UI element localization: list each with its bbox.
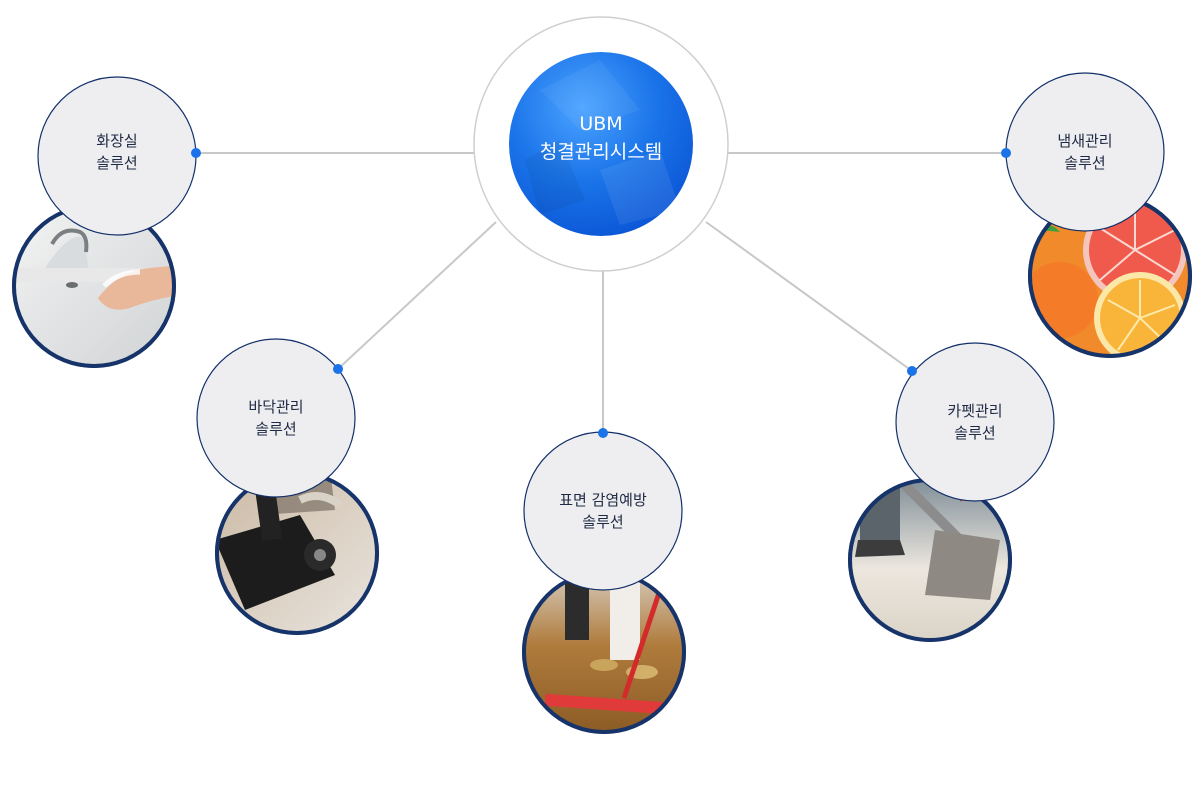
node-circle — [197, 339, 355, 497]
node-label-line2: 솔루션 — [582, 513, 623, 531]
node-label-line2: 솔루션 — [954, 424, 995, 442]
node-circle — [524, 432, 682, 590]
node-label-line1: 냄새관리 — [1057, 132, 1112, 150]
node-circle — [1006, 73, 1164, 231]
node-label-line1: 카펫관리 — [947, 402, 1002, 420]
hub-title-line2: 청결관리시스템 — [540, 141, 662, 163]
connector-floor — [338, 222, 496, 369]
connector-carpet — [706, 222, 912, 371]
connector-dot — [907, 366, 917, 376]
connector-dot — [333, 364, 343, 374]
node-label-line2: 솔루션 — [255, 420, 296, 438]
node-floor[interactable]: 바닥관리 솔루션 — [197, 339, 385, 640]
node-label-line2: 솔루션 — [96, 154, 137, 172]
connector-dot — [1001, 148, 1011, 158]
node-label-line1: 화장실 — [96, 132, 137, 150]
hub-title-line1: UBM — [579, 113, 622, 135]
node-restroom[interactable]: 화장실 솔루션 — [10, 77, 201, 370]
hub-node[interactable]: UBM 청결관리시스템 — [474, 17, 728, 271]
node-label-line2: 솔루션 — [1064, 154, 1105, 172]
node-label-line1: 표면 감염예방 — [559, 491, 647, 509]
connector-dot — [191, 148, 201, 158]
photo-mop — [520, 568, 690, 738]
node-surface[interactable]: 표면 감염예방 솔루션 — [520, 428, 690, 738]
node-label-line1: 바닥관리 — [248, 398, 303, 416]
node-odor[interactable]: 냄새관리 솔루션 — [1001, 73, 1195, 364]
photo-carpet-extractor — [845, 475, 1015, 645]
connector-dot — [598, 428, 608, 438]
node-circle — [896, 343, 1054, 501]
photo-floor-scrubber — [210, 470, 385, 640]
node-carpet[interactable]: 카펫관리 솔루션 — [845, 343, 1054, 645]
